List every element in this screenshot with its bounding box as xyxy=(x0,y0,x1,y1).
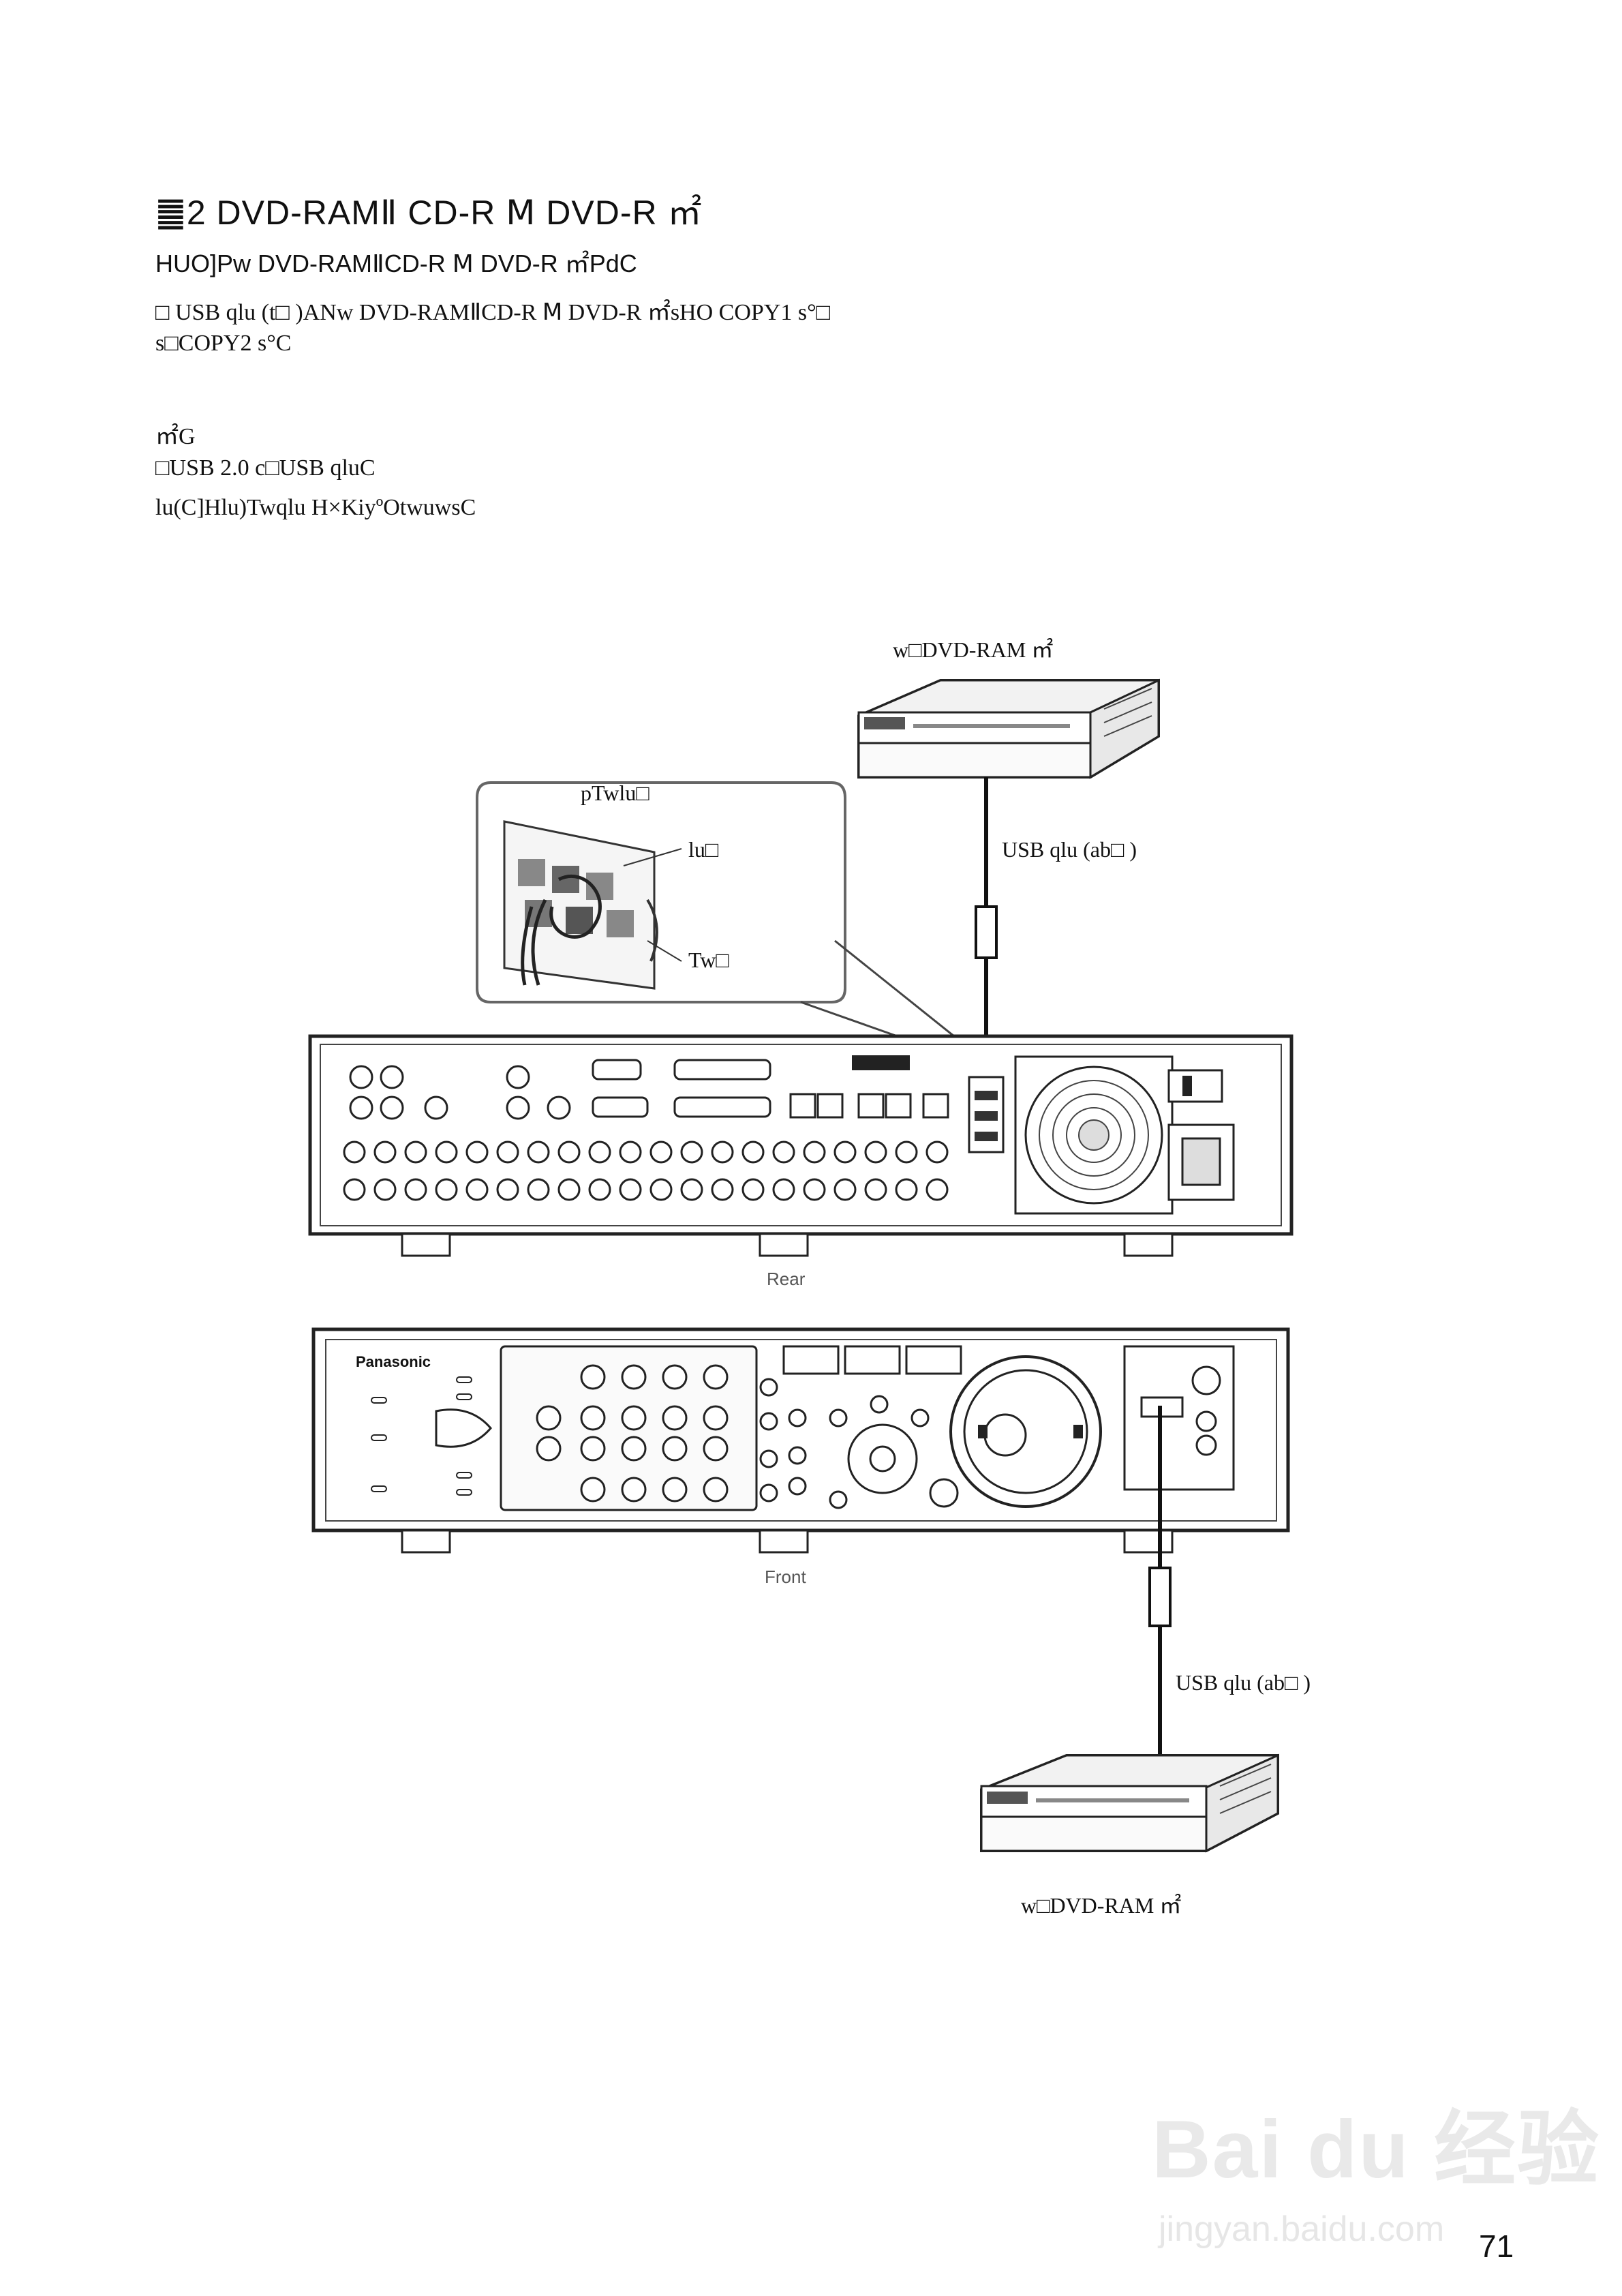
body-line-2: s□COPY2 s°C xyxy=(155,331,292,356)
dvd-bottom-label: w□DVD-RAM ㎡ xyxy=(1021,1893,1182,1918)
body-line-1: □ USB qlu (t□ )ANw DVD-RAMⅡCD-R Ⅿ DVD-R … xyxy=(155,300,831,325)
recorder-front: Panasonic xyxy=(311,1327,1290,1554)
brand-logo: Panasonic xyxy=(356,1353,431,1370)
dvd-drive-bottom xyxy=(980,1753,1279,1853)
watermark-logo: Bai du 经验 xyxy=(1152,2104,1601,2195)
dvd-drive-top xyxy=(857,678,1160,779)
watermark-url: jingyan.baidu.com xyxy=(1159,2209,1445,2249)
inset-callout xyxy=(476,781,989,1065)
note-line-2: lu(C]Hlu)Twqlu H×KiyºOtwuwsC xyxy=(155,495,476,520)
usb-plug-top xyxy=(975,905,998,959)
inset-title: pTwlu□ xyxy=(581,781,649,805)
page-number: 71 xyxy=(1479,2229,1514,2264)
section-subtitle: HUO]Pw DVD-RAMⅡCD-R Ⅿ DVD-R ㎡PdC xyxy=(155,250,637,277)
section-title: ䷀2 DVD-RAMⅡ CD-R Ⅿ DVD-R ㎡ xyxy=(155,194,703,232)
usb-plug-bottom xyxy=(1148,1567,1172,1627)
front-caption: Front xyxy=(765,1567,806,1587)
note-heading: ㎡G xyxy=(155,424,196,449)
rear-caption: Rear xyxy=(767,1269,806,1289)
inset-label-port: Tw□ xyxy=(688,948,729,972)
inset-label-cable: lu□ xyxy=(688,837,719,862)
dvd-top-label: w□DVD-RAM ㎡ xyxy=(893,637,1054,662)
recorder-rear xyxy=(308,1034,1294,1257)
usb-cable-top-label: USB qlu (ab□ ) xyxy=(1002,837,1137,862)
usb-cable-bottom-label: USB qlu (ab□ ) xyxy=(1176,1670,1311,1695)
note-line-1: □USB 2.0 c□USB qluC xyxy=(155,455,376,481)
